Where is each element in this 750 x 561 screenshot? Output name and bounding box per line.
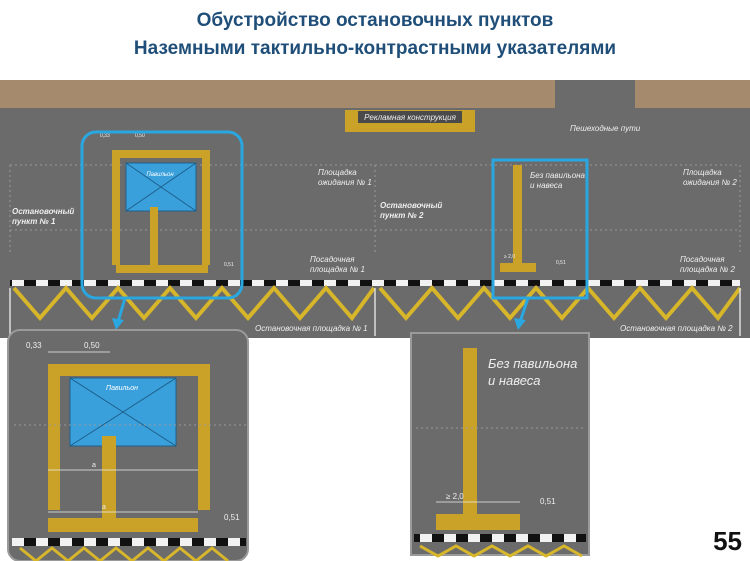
stop-point-1-line-2: пункт № 1	[12, 217, 56, 226]
dim-0-51-b: 0,51	[556, 260, 566, 266]
stop-point-2-line-2: пункт № 2	[380, 211, 424, 220]
dim-ge-2-0-zoom: ≥ 2,0	[446, 492, 464, 501]
dim-ge-2-0: ≥ 2,0	[504, 254, 515, 260]
dim-0-51: 0,51	[224, 262, 234, 268]
highlight-frame-1	[80, 130, 244, 300]
building-right	[635, 80, 750, 108]
pointer-arrow-1	[116, 297, 127, 323]
building-left	[0, 80, 555, 108]
no-pavilion-label-line-1: Без павильона	[530, 171, 586, 180]
stop-point-2-line-1: Остановочный	[380, 201, 442, 210]
pavilion-label-zoom: Павильон	[106, 385, 138, 392]
boarding-area-1-line-1: Посадочная	[310, 255, 355, 264]
zigzag-marking-2	[378, 284, 742, 322]
boarding-area-1-line-2: площадка № 1	[310, 265, 365, 274]
waiting-area-2-line-2: ожидания № 2	[683, 178, 737, 187]
dim-0-50-zoom: 0,50	[84, 341, 100, 350]
waiting-area-2-line-1: Площадка	[683, 168, 722, 177]
dim-0-51-zoom: 0,51	[224, 513, 240, 522]
stop-area-1-label: Остановочная площадка № 1	[255, 324, 368, 333]
title-line-1: Обустройство остановочных пунктов	[196, 10, 554, 31]
zoom-detail-1: Павильон a a 0,33 0,50 0,51	[7, 329, 249, 561]
page-number: 55	[713, 526, 742, 556]
dim-0-33: 0,33	[100, 133, 110, 139]
boarding-area-2-line-2: площадка № 2	[680, 265, 735, 274]
no-pavilion-zoom-line-2: и навеса	[488, 373, 541, 388]
zoom-detail-2: Без павильона и навеса ≥ 2,0 0,51	[410, 332, 590, 558]
billboard	[358, 111, 462, 123]
no-pavilion-label-line-2: и навеса	[530, 181, 563, 190]
no-pavilion-zoom-line-1: Без павильона	[488, 356, 577, 371]
curb-edge	[10, 280, 740, 286]
pavilion-label: Павильон	[146, 172, 174, 178]
stop-point-1-line-1: Остановочный	[12, 207, 74, 216]
stop-2-no-pavilion: ≥ 2,0 0,51 Без павильона и навеса	[500, 165, 586, 272]
dim-a-2: a	[102, 504, 106, 511]
title-line-2: Наземными тактильно-контрастными указате…	[133, 38, 617, 59]
billboard-label: Рекламная конструкция	[364, 113, 456, 122]
footpaths-label: Пешеходные пути	[570, 124, 641, 133]
plan-main: Рекламная конструкция Пешеходные пути Па…	[0, 80, 750, 338]
stop-area-2-label: Остановочная площадка № 2	[620, 324, 733, 333]
dim-a-1: a	[92, 462, 96, 469]
dim-0-33-zoom: 0,33	[26, 341, 42, 350]
waiting-area-1-line-2: ожидания № 1	[318, 178, 372, 187]
waiting-area-1-line-1: Площадка	[318, 168, 357, 177]
pointer-arrow-2	[518, 297, 530, 323]
dim-0-50: 0,50	[135, 133, 145, 139]
zigzag-marking-1	[12, 284, 376, 322]
boarding-area-2-line-1: Посадочная	[680, 255, 725, 264]
dim-0-51-zoom-b: 0,51	[540, 497, 556, 506]
pavilion-stop-1: Павильон 0,33 0,50 0,51	[100, 133, 234, 273]
highlight-frame-2	[491, 158, 589, 300]
